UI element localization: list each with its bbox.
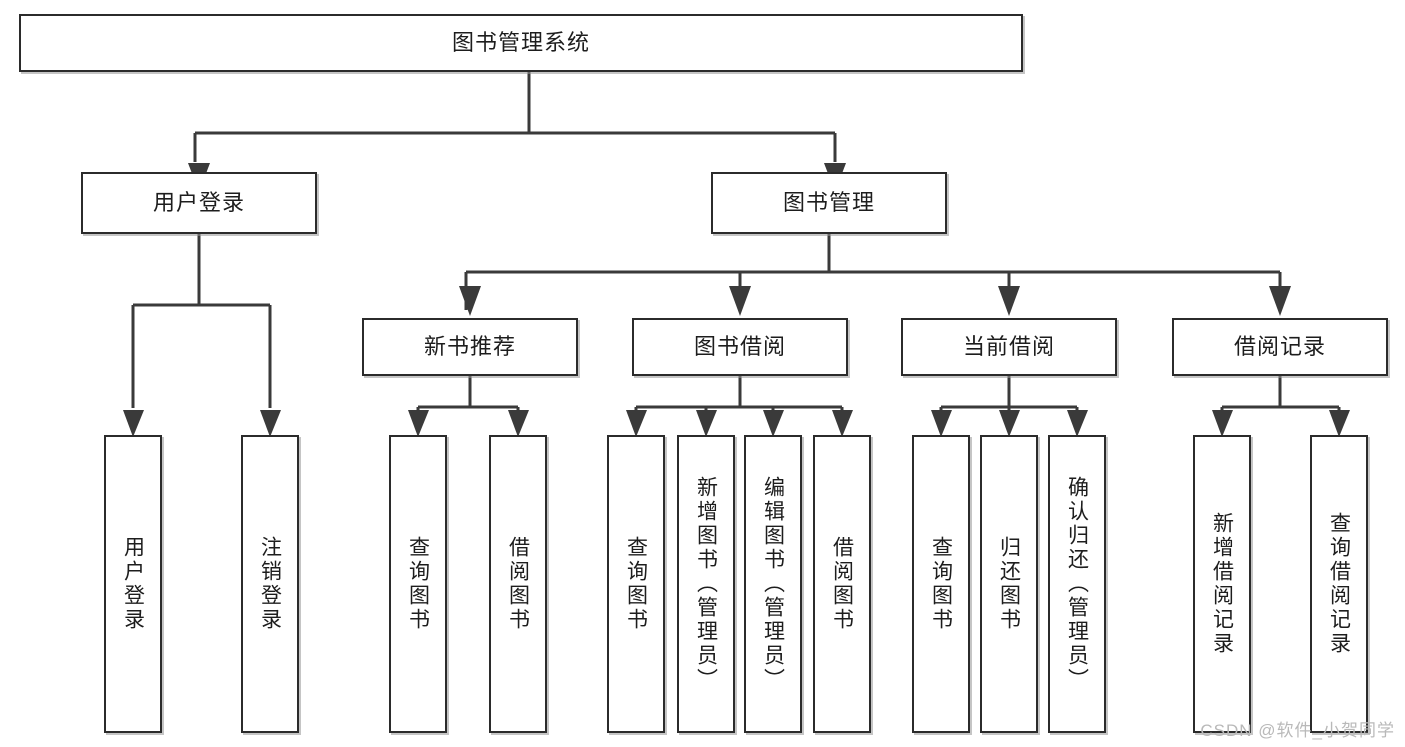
- watermark: CSDN @软件_小贺同学: [1200, 721, 1395, 740]
- node-borrow-record-label: 借阅记录: [1233, 334, 1326, 360]
- node-book-borrow[interactable]: 图书借阅: [632, 318, 848, 376]
- node-borrow-record[interactable]: 借阅记录: [1172, 318, 1388, 376]
- leaf-book-borrow-edit[interactable]: 编辑图书（管理员）: [744, 435, 802, 733]
- leaf-new-book-query[interactable]: 查询图书: [389, 435, 447, 733]
- node-book-management[interactable]: 图书管理: [711, 172, 947, 234]
- leaf-book-borrow-add[interactable]: 新增图书（管理员）: [677, 435, 735, 733]
- node-user-login[interactable]: 用户登录: [81, 172, 317, 234]
- leaf-book-borrow-borrow[interactable]: 借阅图书: [813, 435, 871, 733]
- leaf-label: 查询图书: [406, 536, 430, 632]
- leaf-new-book-borrow[interactable]: 借阅图书: [489, 435, 547, 733]
- leaf-label: 新增借阅记录: [1210, 512, 1234, 656]
- leaf-borrow-record-query[interactable]: 查询借阅记录: [1310, 435, 1368, 733]
- node-book-borrow-label: 图书借阅: [693, 334, 786, 360]
- node-new-book-recommend-label: 新书推荐: [423, 334, 516, 360]
- leaf-current-borrow-return[interactable]: 归还图书: [980, 435, 1038, 733]
- leaf-label: 注销登录: [258, 536, 282, 632]
- node-root-label: 图书管理系统: [451, 30, 590, 56]
- leaf-current-borrow-query[interactable]: 查询图书: [912, 435, 970, 733]
- leaf-label: 用户登录: [121, 536, 145, 632]
- leaf-current-borrow-confirm[interactable]: 确认归还（管理员）: [1048, 435, 1106, 733]
- leaf-borrow-record-add[interactable]: 新增借阅记录: [1193, 435, 1251, 733]
- leaf-book-borrow-query[interactable]: 查询图书: [607, 435, 665, 733]
- leaf-label: 借阅图书: [506, 536, 530, 632]
- leaf-label: 借阅图书: [830, 536, 854, 632]
- leaf-user-login-logout[interactable]: 注销登录: [241, 435, 299, 733]
- leaf-label: 归还图书: [997, 536, 1021, 632]
- leaf-label: 查询借阅记录: [1327, 512, 1351, 656]
- leaf-label: 查询图书: [624, 536, 648, 632]
- node-current-borrow[interactable]: 当前借阅: [901, 318, 1117, 376]
- node-current-borrow-label: 当前借阅: [962, 334, 1055, 360]
- leaf-user-login-login[interactable]: 用户登录: [104, 435, 162, 733]
- node-new-book-recommend[interactable]: 新书推荐: [362, 318, 578, 376]
- node-book-management-label: 图书管理: [782, 190, 875, 216]
- node-user-login-label: 用户登录: [152, 190, 245, 216]
- leaf-label: 查询图书: [929, 536, 953, 632]
- leaf-label: 确认归还（管理员）: [1065, 476, 1089, 692]
- leaf-label: 编辑图书（管理员）: [761, 476, 785, 692]
- node-root[interactable]: 图书管理系统: [19, 14, 1023, 72]
- leaf-label: 新增图书（管理员）: [694, 476, 718, 692]
